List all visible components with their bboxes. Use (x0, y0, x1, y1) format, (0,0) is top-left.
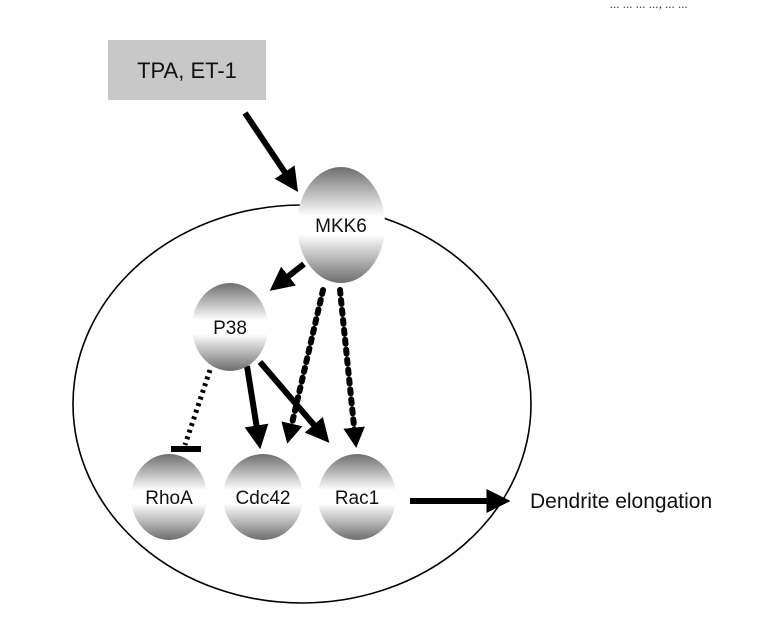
node-rac1: Rac1 (318, 454, 396, 540)
node-rhoa-label: RhoA (145, 488, 193, 509)
node-mkk6-label: MKK6 (315, 216, 367, 237)
stimulus-box: TPA, ET-1 (108, 40, 266, 100)
edge-mkk6-p38 (269, 261, 306, 291)
edge-p38-rhoa (182, 369, 213, 446)
node-cdc42-label: Cdc42 (236, 488, 291, 509)
node-p38: P38 (192, 283, 268, 371)
node-p38-label: P38 (213, 318, 247, 339)
edge-mkk6-cdc42 (281, 287, 326, 444)
edge-mkk6-rac1 (337, 287, 365, 448)
node-rhoa: RhoA (131, 454, 207, 540)
stimulus-label: TPA, ET-1 (137, 58, 237, 83)
outcome-label: Dendrite elongation (530, 490, 712, 513)
edge-stimulus-mkk6 (242, 111, 299, 192)
header-fragment: ... ... ... ..., ... ... (610, 0, 688, 11)
node-rac1-label: Rac1 (335, 488, 379, 509)
edges (171, 111, 511, 513)
node-cdc42: Cdc42 (223, 454, 303, 540)
edge-p38-cdc42 (244, 365, 269, 450)
edge-p38-rac1 (257, 360, 330, 443)
node-mkk6: MKK6 (297, 167, 385, 283)
